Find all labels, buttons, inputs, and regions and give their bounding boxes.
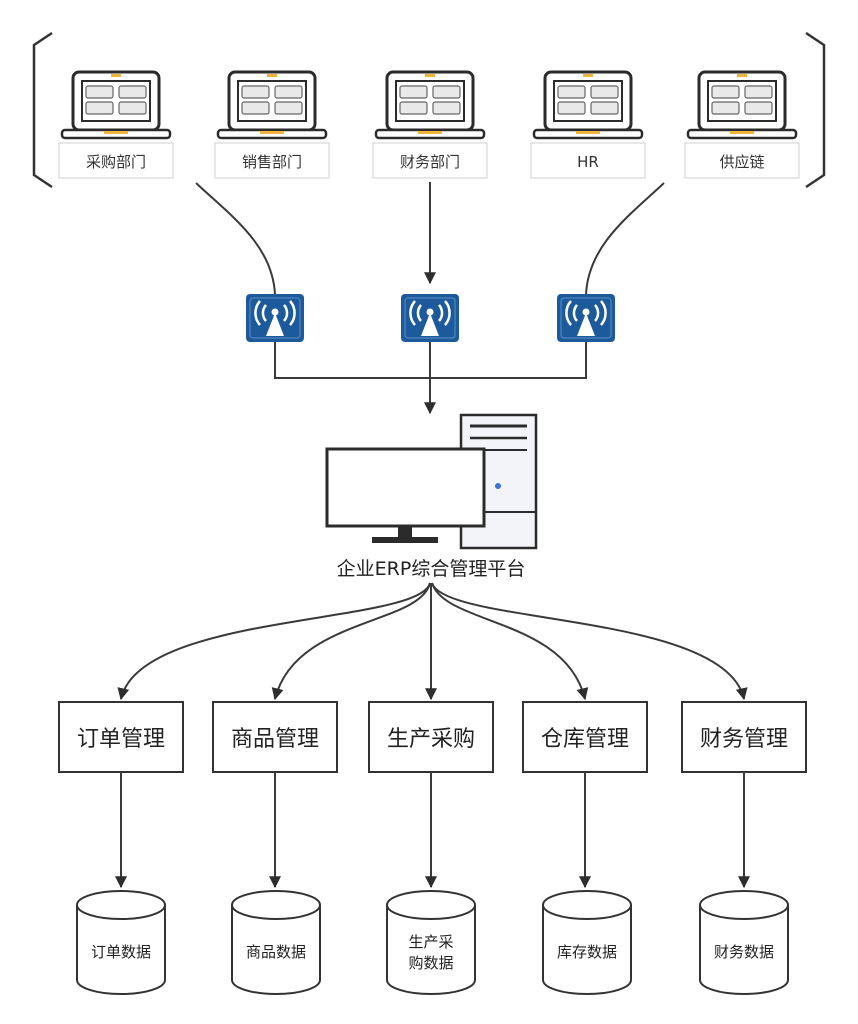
module-label: 生产采购 — [387, 727, 475, 752]
laptop-icon — [60, 70, 172, 140]
department-5: 供应链 — [684, 70, 800, 179]
connector-platform-module2 — [271, 582, 431, 701]
wifi-access-point-icon — [557, 294, 615, 342]
module-box — [681, 701, 807, 773]
department-label: 销售部门 — [242, 153, 302, 171]
laptop-icon — [216, 70, 328, 140]
connector-dept5-ap3 — [585, 182, 665, 296]
database-cylinder-icon — [386, 890, 476, 995]
database-1: 订单数据 — [76, 890, 166, 995]
module-2: 商品管理 — [212, 701, 338, 889]
connector-dept1-ap1 — [195, 182, 276, 296]
laptop-icon — [686, 70, 798, 140]
module-label: 订单管理 — [77, 727, 165, 752]
laptop-icon — [532, 70, 644, 140]
connector-platform-module5 — [431, 582, 748, 701]
left-bracket — [32, 31, 53, 189]
wifi-access-point-icon — [401, 294, 459, 342]
module-4: 仓库管理 — [522, 701, 648, 889]
database-row: 订单数据商品数据生产采购数据库存数据财务数据 — [76, 890, 789, 995]
right-bracket — [805, 31, 826, 189]
module-label: 仓库管理 — [541, 727, 629, 752]
module-label: 财务管理 — [700, 727, 788, 752]
department-1: 采购部门 — [58, 70, 174, 179]
database-cylinder-icon — [542, 890, 632, 995]
department-2: 销售部门 — [214, 70, 330, 179]
database-label: 商品数据 — [246, 943, 306, 961]
desktop-server-icon — [325, 413, 538, 550]
department-label: 采购部门 — [86, 153, 146, 171]
module-label: 商品管理 — [231, 727, 319, 752]
module-box — [368, 701, 494, 773]
database-label: 财务数据 — [714, 943, 774, 961]
database-cylinder-icon — [76, 890, 166, 995]
database-cylinder-icon — [699, 890, 789, 995]
wifi-access-point-icon — [246, 294, 304, 342]
module-3: 生产采购 — [368, 701, 494, 889]
database-cylinder-icon — [231, 890, 321, 995]
database-2: 商品数据 — [231, 890, 321, 995]
department-label-box — [214, 142, 330, 179]
department-4: HR — [530, 70, 646, 179]
connector-platform-module4 — [431, 582, 589, 701]
department-label-box — [372, 142, 488, 179]
department-label: 供应链 — [719, 153, 764, 171]
database-5: 财务数据 — [699, 890, 789, 995]
connector-platform-module1 — [117, 582, 431, 701]
module-5: 财务管理 — [681, 701, 807, 889]
platform-computer: 企业ERP综合管理平台 — [325, 413, 538, 580]
database-label: 订单数据 — [91, 943, 151, 961]
access-point-row — [246, 294, 615, 342]
database-label: 生产采 — [408, 933, 453, 951]
laptop-icon — [374, 70, 486, 140]
department-label-box — [684, 142, 800, 179]
platform-label: 企业ERP综合管理平台 — [337, 558, 526, 580]
department-3: 财务部门 — [372, 70, 488, 179]
department-row: 采购部门 销售部门 财务部门 HR 供应链 — [58, 70, 800, 179]
department-label-box — [530, 142, 646, 179]
department-label: 财务部门 — [400, 153, 460, 171]
module-1: 订单管理 — [58, 701, 184, 889]
database-label: 购数据 — [408, 954, 453, 972]
module-row: 订单管理 商品管理 生产采购 仓库管理 财务管理 — [58, 701, 807, 889]
department-label-box — [58, 142, 174, 179]
module-box — [522, 701, 648, 773]
database-4: 库存数据 — [542, 890, 632, 995]
department-label: HR — [577, 153, 599, 171]
database-label: 库存数据 — [557, 943, 617, 961]
